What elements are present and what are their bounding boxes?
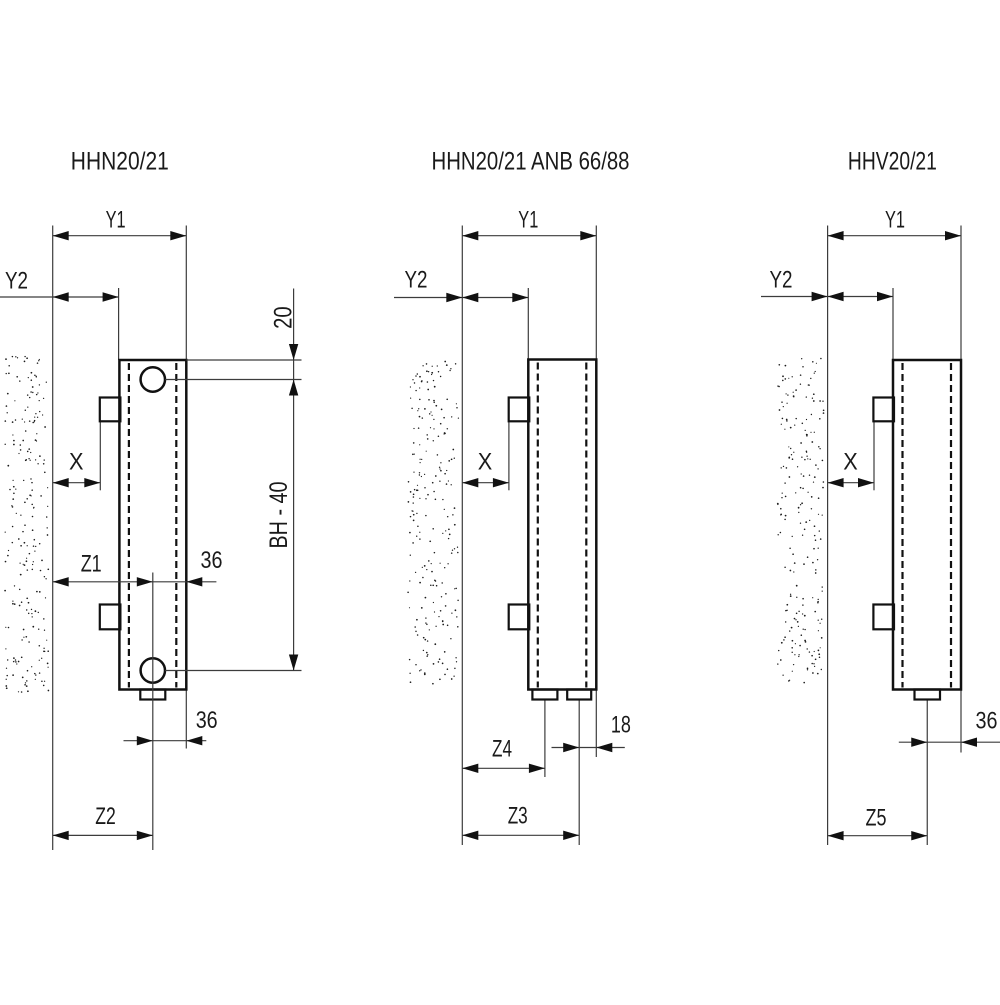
svg-text:HHN20/21: HHN20/21 bbox=[71, 148, 169, 176]
svg-text:36: 36 bbox=[196, 707, 218, 734]
svg-text:X: X bbox=[478, 449, 493, 476]
svg-text:Y1: Y1 bbox=[106, 207, 126, 234]
svg-text:HHV20/21: HHV20/21 bbox=[848, 148, 937, 176]
svg-text:Y1: Y1 bbox=[518, 207, 538, 234]
svg-text:Y2: Y2 bbox=[770, 267, 793, 294]
svg-text:Z5: Z5 bbox=[866, 805, 887, 832]
svg-text:Y1: Y1 bbox=[885, 207, 905, 234]
svg-text:Y2: Y2 bbox=[5, 268, 28, 295]
svg-text:Z2: Z2 bbox=[95, 803, 116, 830]
svg-text:36: 36 bbox=[976, 707, 998, 734]
svg-text:X: X bbox=[843, 449, 858, 476]
svg-text:18: 18 bbox=[611, 712, 631, 739]
svg-text:20: 20 bbox=[270, 306, 298, 329]
svg-text:HHN20/21 ANB 66/88: HHN20/21 ANB 66/88 bbox=[432, 148, 630, 176]
svg-text:Z1: Z1 bbox=[81, 551, 102, 578]
svg-text:Y2: Y2 bbox=[405, 267, 428, 294]
svg-text:X: X bbox=[69, 449, 84, 476]
svg-text:Z3: Z3 bbox=[508, 803, 528, 830]
svg-text:Z4: Z4 bbox=[492, 736, 512, 763]
svg-text:36: 36 bbox=[201, 547, 223, 574]
svg-text:BH - 40: BH - 40 bbox=[265, 482, 293, 549]
